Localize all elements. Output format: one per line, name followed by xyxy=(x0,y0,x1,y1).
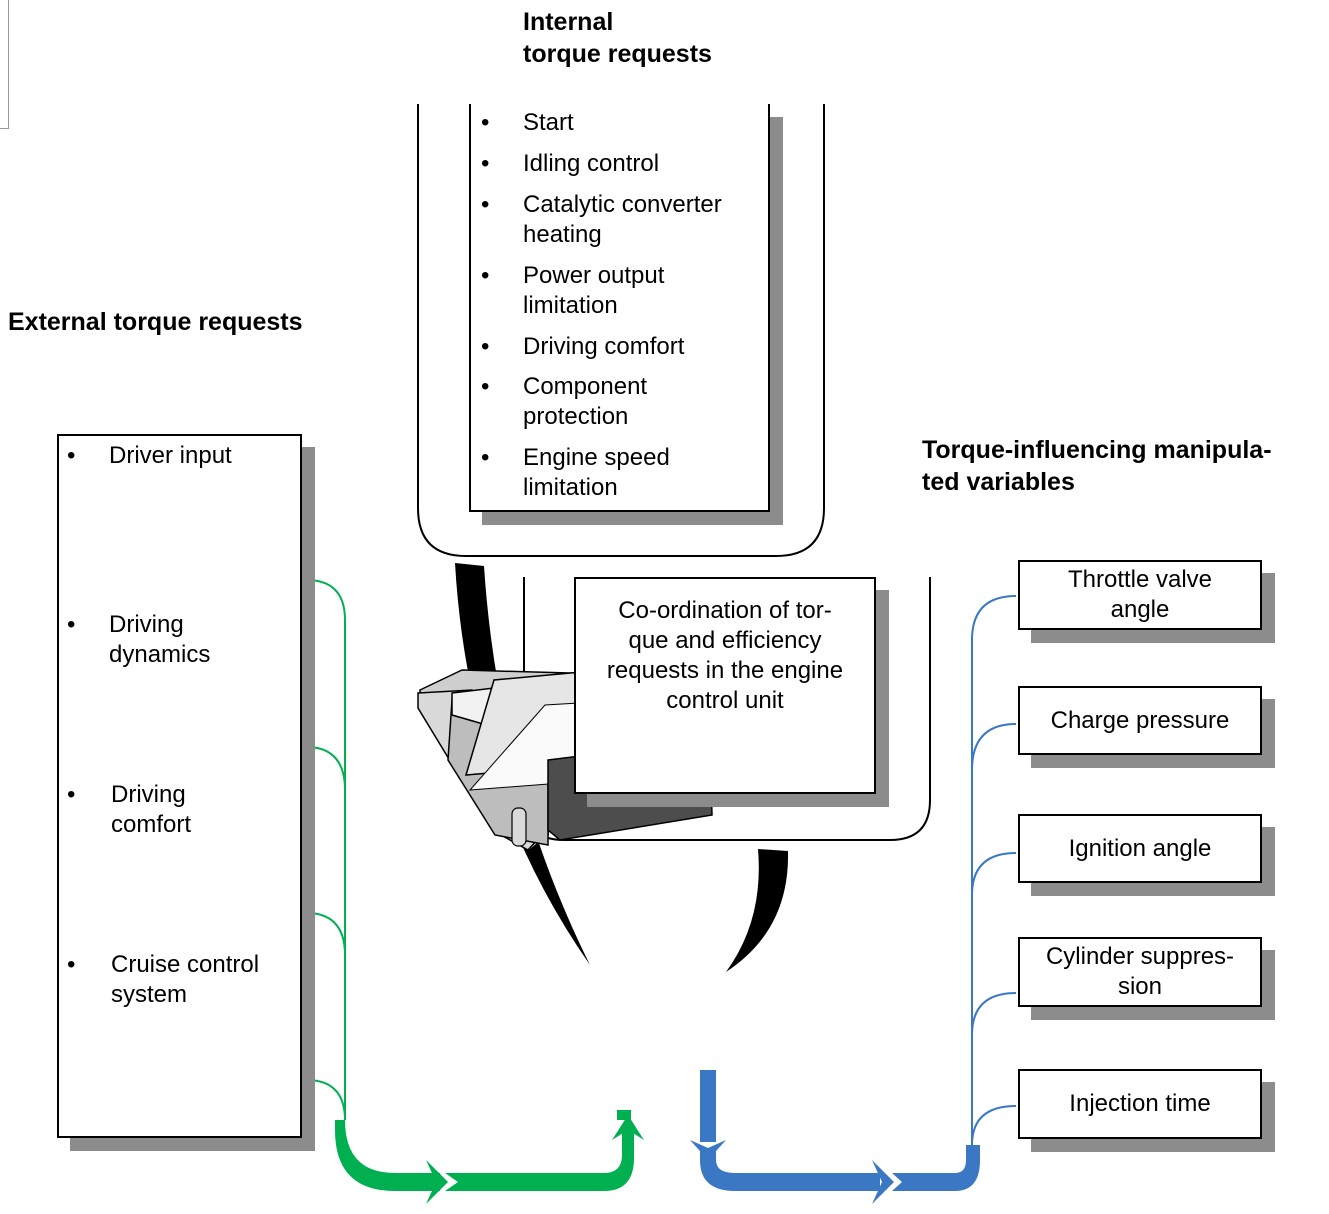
manipulated-variable-box: Cylinder suppres- sion xyxy=(1018,937,1262,1007)
input-lines xyxy=(301,578,346,1121)
manipulated-variable-label: Cylinder suppres- sion xyxy=(1045,943,1235,1000)
ecu-post xyxy=(511,807,527,847)
coordination-box: Co-ordination of tor- que and efficiency… xyxy=(574,577,876,794)
manipulated-variable-label: Charge pressure xyxy=(1050,706,1230,734)
green-input-arrow xyxy=(335,1110,644,1204)
manipulated-variable-label: Injection time xyxy=(1069,1090,1211,1117)
internal-to-ecu-curve xyxy=(455,563,590,965)
output-lines xyxy=(971,595,1017,1160)
manipulated-variable-box: Ignition angle xyxy=(1018,814,1262,883)
external-torque-heading: External torque requests xyxy=(8,308,303,336)
manipulated-variable-box: Charge pressure xyxy=(1018,686,1262,755)
manipulated-variables-heading: Torque-influencing manipula- ted variabl… xyxy=(922,436,1272,496)
manipulated-variable-box: Throttle valve angle xyxy=(1018,560,1262,630)
manipulated-variable-label: Ignition angle xyxy=(1068,834,1212,862)
internal-torque-heading: Internal torque requests xyxy=(523,8,712,68)
coordination-to-ecu-curve xyxy=(726,849,789,972)
internal-bracket xyxy=(417,104,825,557)
blue-output-arrow xyxy=(690,1070,980,1204)
coordination-text: Co-ordination of tor- que and efficiency… xyxy=(606,597,844,714)
internal-requests-box: • Start • Idling control • Catalytic con… xyxy=(469,104,770,512)
manipulated-variable-label: Throttle valve angle xyxy=(1067,566,1213,623)
external-requests-box: • Driver input • Driving dynamics • Driv… xyxy=(57,434,302,1138)
page-corner-mark xyxy=(0,0,9,129)
manipulated-variable-box: Injection time xyxy=(1018,1069,1262,1139)
